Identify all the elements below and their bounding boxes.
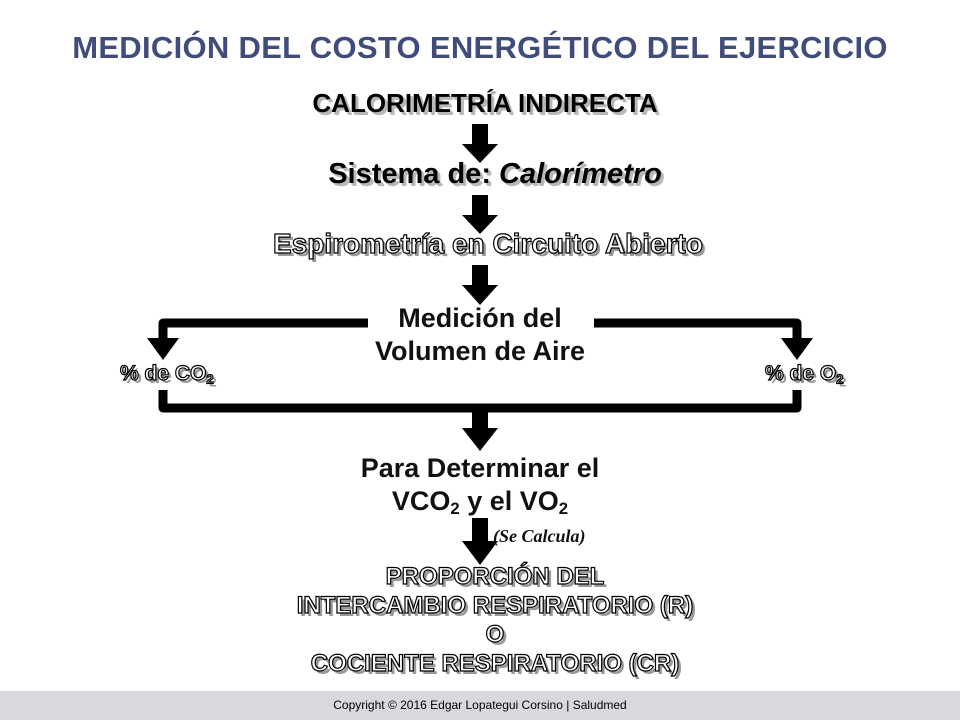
prop-line4: COCIENTE RESPIRATORIO (CR) [310, 649, 680, 677]
copyright-text: Copyright © 2016 Edgar Lopategui Corsino… [333, 698, 627, 712]
para-line2: VCO2 y el VO2 [280, 485, 680, 518]
medicion-line2: Volumen de Aire [374, 336, 586, 366]
para-determinar-block: Para Determinar el VCO2 y el VO2 [280, 452, 680, 518]
pct-o2-label: % de O2 [764, 361, 844, 387]
arrow-espirometria-to-medicion [462, 265, 498, 305]
pct-co2-sub: 2 [206, 371, 214, 387]
footer-bar [0, 691, 960, 720]
sistema-prefix: Sistema de: [328, 158, 500, 190]
se-calcula-note: (Se Calcula) [493, 526, 586, 546]
pct-co2-label: % de CO2 [119, 361, 214, 387]
pct-o2-sub: 2 [836, 371, 844, 387]
connector-bottom [158, 390, 802, 413]
sistema-italic: Calorímetro [499, 158, 662, 190]
arrow-connector-to-para [462, 410, 498, 451]
arrow-para-to-proporcion [462, 518, 498, 565]
medicion-line1: Medición del [398, 303, 562, 333]
pct-o2-text: % de O [764, 361, 837, 385]
medicion-block: Medición del Volumen de Aire [330, 302, 630, 368]
arrow-sistema-to-espirometria [462, 195, 498, 234]
connector-top [147, 318, 813, 360]
para-vco-sub: 2 [450, 499, 460, 519]
para-mid: y el VO [459, 486, 559, 516]
arrow-calorimetria-to-sistema [462, 124, 498, 163]
proporcion-block: PROPORCIÓN DEL INTERCAMBIO RESPIRATORIO … [0, 562, 960, 678]
espirometria-heading: Espirometría en Circuito Abierto [272, 227, 703, 259]
page-title: MEDICIÓN DEL COSTO ENERGÉTICO DEL EJERCI… [72, 30, 888, 65]
para-line1: Para Determinar el [360, 453, 600, 483]
pct-co2-text: % de CO [119, 361, 207, 385]
para-vco: VCO [391, 486, 451, 516]
calorimetria-heading: CALORIMETRÍA INDIRECTA [312, 88, 658, 118]
prop-line2: INTERCAMBIO RESPIRATORIO (R) [296, 591, 694, 619]
prop-line3: O [485, 620, 505, 648]
prop-line1: PROPORCIÓN DEL [385, 562, 605, 590]
sistema-heading: Sistema de: Calorímetro [0, 158, 960, 191]
para-vo-sub: 2 [558, 499, 569, 519]
